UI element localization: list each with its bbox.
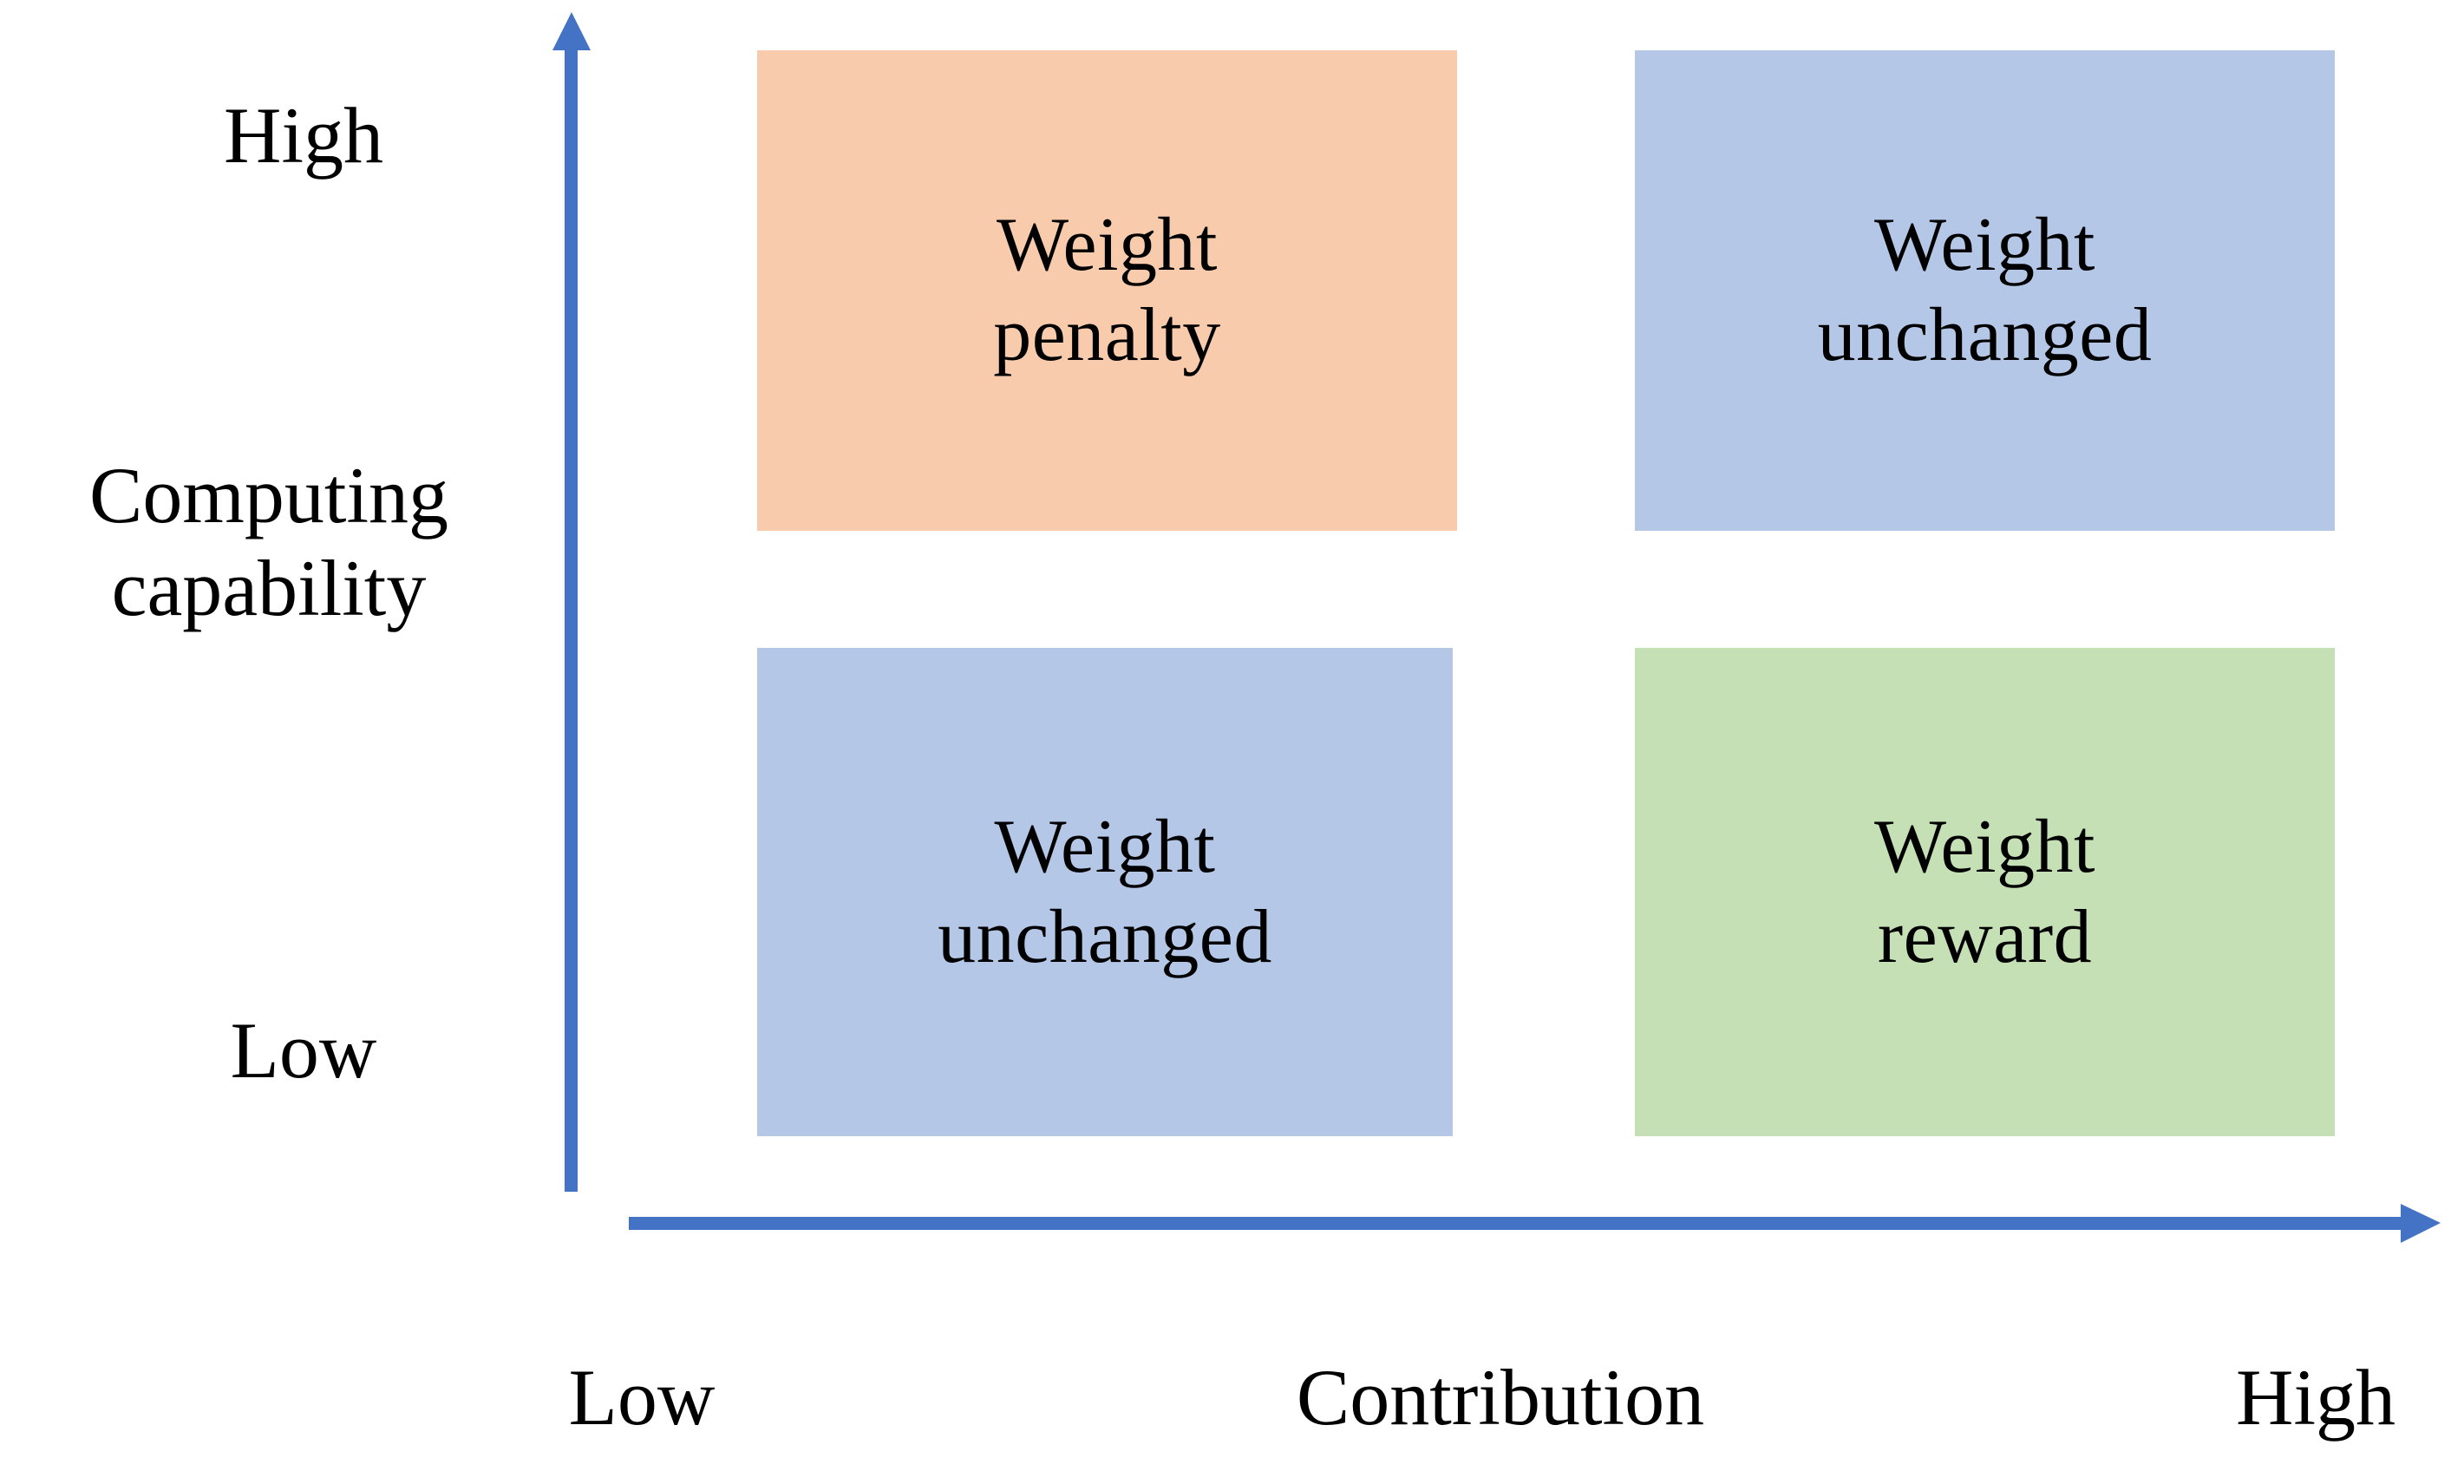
quadrant-label-line-1: Weight [997,203,1218,288]
x-axis-tick-high: High [2236,1353,2395,1442]
quadrant-label-line-2: unchanged [938,894,1272,979]
y-axis-shaft [565,43,578,1192]
y-axis-title-line-2: capability [111,543,427,632]
y-axis-tick-high: High [224,91,383,180]
y-axis-title-line-1: Computing [88,451,449,539]
y-axis-arrowhead [552,12,591,50]
quadrant-high-capability-low-contribution[interactable]: Weight penalty [757,50,1457,531]
y-axis-title: Computing capability [0,449,538,634]
x-axis-title: Contribution [1296,1353,1705,1442]
x-axis-shaft [629,1217,2402,1230]
quadrant-label-line-1: Weight [1874,203,2095,288]
quadrant-label-line-2: unchanged [1817,293,2153,377]
quadrant-low-capability-high-contribution[interactable]: Weight reward [1635,648,2335,1136]
quadrant-label-line-2: penalty [993,293,1221,377]
quadrant-high-capability-high-contribution[interactable]: Weight unchanged [1635,50,2335,531]
quadrant-label-line-2: reward [1877,894,2093,979]
quadrant-low-capability-low-contribution[interactable]: Weight unchanged [757,648,1453,1136]
x-axis-tick-low: Low [568,1353,716,1442]
x-axis-arrowhead [2401,1204,2441,1243]
quadrant-label-line-1: Weight [1874,804,2095,889]
y-axis-tick-low: Low [230,1006,377,1095]
quadrant-label-line-1: Weight [994,804,1216,889]
